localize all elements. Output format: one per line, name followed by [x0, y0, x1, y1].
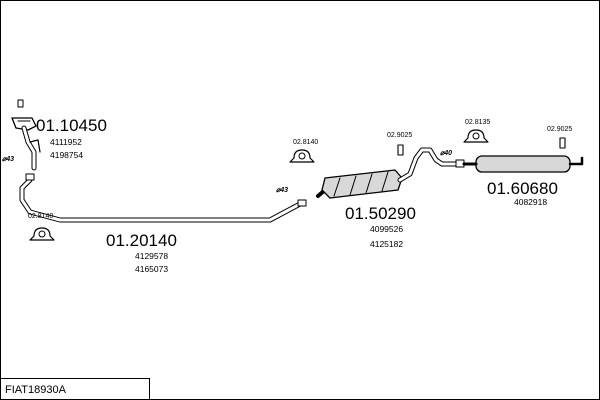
mount-code: 02.8140 — [28, 213, 54, 220]
part-ref: 4111952 — [50, 137, 82, 147]
part-ref: 4165073 — [135, 264, 169, 274]
pipe-diameter: ⌀40 — [440, 150, 453, 157]
part-code-center-muffler: 01.50290 — [345, 204, 416, 223]
mount-code: 02.9025 — [387, 132, 413, 139]
front-pipe-drawing — [19, 173, 307, 223]
mount-drawings — [29, 129, 566, 241]
mount-code: 02.8140 — [293, 139, 319, 146]
mount-code: 02.8135 — [465, 119, 491, 126]
mount-code: 02.9025 — [547, 126, 573, 133]
part-code-rear-muffler: 01.60680 — [487, 179, 558, 198]
downpipe-drawing — [11, 99, 41, 171]
rear-muffler-drawing — [455, 155, 584, 173]
part-code-front-pipe: 01.20140 — [106, 231, 177, 250]
part-ref: 4129578 — [135, 251, 169, 261]
diagram-code: FIAT18930A — [5, 384, 66, 396]
part-ref: 4198754 — [50, 150, 84, 160]
part-ref: 4125182 — [370, 239, 404, 249]
pipe-diameter: ⌀43 — [2, 156, 15, 163]
part-ref: 4099526 — [370, 224, 404, 234]
pipe-diameter: ⌀43 — [276, 187, 289, 194]
part-code-downpipe: 01.10450 — [36, 116, 107, 135]
center-muffler-drawing — [316, 147, 459, 199]
part-ref: 4082918 — [514, 197, 548, 207]
diagram-code-box: FIAT18930A — [0, 378, 150, 400]
